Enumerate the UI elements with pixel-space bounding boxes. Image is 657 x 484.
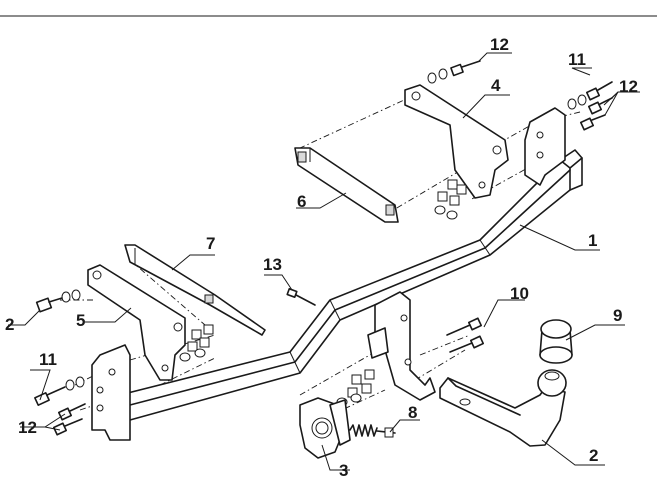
bolts-top-center — [427, 60, 481, 84]
callout-1: 1 — [588, 231, 597, 250]
callout-11-left: 11 — [39, 350, 57, 369]
part-3-socket-plate — [299, 397, 351, 459]
callout-8: 8 — [408, 403, 417, 422]
part-4-bracket — [404, 84, 509, 199]
bolts-lower-left — [34, 376, 86, 436]
nuts-center — [434, 179, 467, 220]
part-6-plate — [294, 147, 399, 223]
left-end-plate — [91, 344, 131, 441]
callout-2-bottom: 2 — [589, 446, 598, 465]
callout-12-right: 12 — [619, 77, 638, 96]
bolts-left-side — [35, 289, 81, 313]
callout-3: 3 — [339, 461, 348, 480]
right-side-plate — [524, 107, 566, 186]
callout-5: 5 — [76, 311, 85, 330]
part-13-bolt — [286, 288, 316, 306]
nuts-left — [179, 324, 214, 362]
callout-7: 7 — [206, 234, 215, 253]
bolts-part-10 — [446, 317, 485, 353]
callout-12-top: 12 — [490, 35, 509, 54]
crossbar-beam — [119, 149, 583, 421]
callout-13: 13 — [263, 255, 282, 274]
callout-9: 9 — [613, 306, 622, 325]
callout-12-left: 12 — [18, 418, 37, 437]
part-8-spring — [349, 424, 396, 438]
leader-lines — [8, 52, 640, 471]
callout-4: 4 — [491, 76, 501, 95]
center-bracket — [367, 291, 436, 401]
callout-2-left: 2 — [5, 315, 14, 334]
callout-11-top: 11 — [568, 50, 586, 69]
callout-labels: 12 4 11 12 6 7 1 13 2 5 10 9 11 8 12 2 3 — [5, 35, 638, 480]
part-9-ball-cap — [539, 319, 573, 364]
callout-6: 6 — [297, 192, 306, 211]
part-7-plate — [124, 244, 266, 336]
callout-10: 10 — [510, 284, 529, 303]
bolts-top-right — [567, 81, 613, 131]
part-5-bracket — [87, 264, 186, 381]
part-2-tow-neck — [439, 369, 567, 447]
